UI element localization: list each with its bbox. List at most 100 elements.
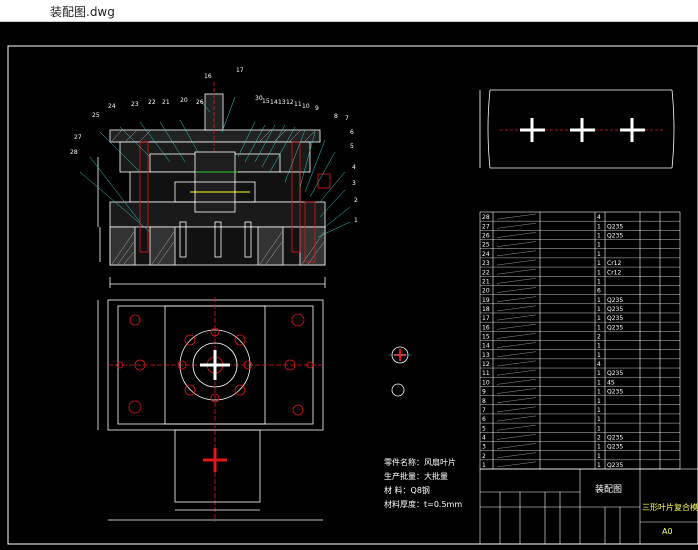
bom-row-number: 14: [482, 343, 490, 350]
bom-row-number: 11: [482, 370, 490, 377]
bom-row-qty: 1: [597, 370, 601, 377]
bom-row-number: 7: [482, 407, 486, 414]
balloon-2: 2: [354, 197, 358, 204]
bom-row-number: 10: [482, 379, 490, 386]
bom-row-qty: 1: [597, 223, 601, 230]
bom-row-hatch: [496, 443, 537, 449]
bom-row-hatch: [496, 388, 537, 394]
bom-row-material: 45: [607, 379, 615, 386]
bom-row-number: 3: [482, 444, 486, 451]
bom-row-material: Q235: [607, 223, 623, 230]
bom-row-hatch: [496, 333, 537, 339]
bom-row-number: 12: [482, 361, 490, 368]
bom-row-material: Cr12: [607, 260, 621, 267]
note-part-name: 零件名称：风扇叶片: [384, 457, 456, 467]
note-material: 材 料：Q8钢: [384, 485, 430, 495]
bom-row-number: 13: [482, 352, 490, 359]
bom-row-hatch: [496, 268, 537, 275]
bom-row-qty: 1: [597, 260, 601, 267]
title-drawing-type: 装配图: [595, 483, 622, 495]
balloon-12: 12: [286, 99, 294, 106]
bom-row-qty: 1: [597, 462, 601, 469]
bom-row-qty: 1: [597, 407, 601, 414]
balloon-9: 9: [315, 105, 319, 112]
bom-row-hatch: [496, 406, 537, 413]
bom-row-number: 26: [482, 233, 490, 240]
balloon-5: 5: [350, 143, 354, 150]
bom-row-qty: 2: [597, 434, 601, 441]
bom-row-material: Q235: [607, 370, 623, 377]
part-balloons: 16 17 30 15 14 13 12 11 10 9 8 7 6 5 4 3…: [70, 67, 358, 224]
bom-row-qty: 1: [597, 416, 601, 423]
bom-row-number: 9: [482, 389, 486, 396]
balloon-23: 23: [131, 101, 139, 108]
bom-row-hatch: [496, 259, 537, 266]
bom-row-qty: 1: [597, 278, 601, 285]
drawing-border: [7, 45, 698, 545]
bom-row-qty: 2: [597, 334, 601, 341]
bom-row-number: 6: [482, 416, 486, 423]
balloon-24: 24: [108, 103, 116, 110]
bom-row-hatch: [496, 351, 537, 358]
cad-drawing-canvas[interactable]: 16 17 30 15 14 13 12 11 10 9 8 7 6 5 4 3…: [0, 22, 698, 546]
bom-row-material: Q235: [607, 233, 623, 240]
bom-row-number: 16: [482, 324, 490, 331]
bom-row-number: 18: [482, 306, 490, 313]
bom-row-hatch: [496, 305, 537, 312]
bom-row-number: 19: [482, 297, 490, 304]
balloon-6: 6: [350, 129, 354, 136]
drawing-svg[interactable]: 16 17 30 15 14 13 12 11 10 9 8 7 6 5 4 3…: [0, 22, 698, 546]
balloon-26: 26: [196, 99, 204, 106]
plan-view: [97, 297, 324, 522]
bom-row-number: 25: [482, 242, 490, 249]
balloon-17: 17: [236, 67, 244, 74]
bom-row-qty: 1: [597, 398, 601, 405]
bom-row-hatch: [496, 452, 537, 459]
bom-row-number: 2: [482, 453, 486, 460]
balloon-15: 15: [262, 98, 270, 105]
bom-row-qty: 1: [597, 315, 601, 322]
bom-row-qty: 1: [597, 425, 601, 432]
bom-row-qty: 1: [597, 269, 601, 276]
bom-row-number: 28: [482, 214, 490, 221]
part-detail: [388, 346, 412, 397]
bom-row-hatch: [496, 287, 537, 293]
bom-row-number: 8: [482, 398, 486, 405]
bom-row-material: Q235: [607, 389, 623, 396]
bom-row-number: 15: [482, 334, 490, 341]
bom-row-qty: 1: [597, 389, 601, 396]
balloon-8: 8: [334, 113, 338, 120]
bom-row-hatch: [496, 232, 537, 238]
bom-row-qty: 1: [597, 343, 601, 350]
balloon-28: 28: [70, 149, 78, 156]
bom-row-number: 4: [482, 434, 486, 441]
balloon-3: 3: [352, 180, 356, 187]
bom-row-number: 22: [482, 269, 490, 276]
bom-row-hatch: [496, 241, 537, 247]
bom-row-material: Q235: [607, 324, 623, 331]
balloon-13: 13: [278, 99, 286, 106]
bom-row-number: 23: [482, 260, 490, 267]
bom-row-qty: 1: [597, 306, 601, 313]
bom-row-hatch: [496, 461, 537, 468]
balloon-21: 21: [162, 99, 170, 106]
bom-row-number: 24: [482, 251, 490, 258]
bom-row-qty: 1: [597, 233, 601, 240]
bom-row-hatch: [496, 434, 537, 440]
bom-row-qty: 1: [597, 453, 601, 460]
title-product-name: 三形叶片复合模: [642, 502, 698, 512]
bom-row-qty: 1: [597, 251, 601, 258]
bom-row-hatch: [496, 369, 537, 376]
window-titlebar: 装配图.dwg: [0, 0, 698, 22]
bom-row-hatch: [496, 397, 537, 403]
balloon-22: 22: [148, 99, 156, 106]
bom-row-hatch: [496, 342, 537, 348]
bom-row-qty: 4: [597, 361, 601, 368]
balloon-25: 25: [92, 112, 100, 119]
bom-row-qty: 6: [597, 288, 601, 295]
balloon-30: 30: [255, 95, 263, 102]
bom-row-hatch: [496, 314, 537, 321]
bom-row-qty: 1: [597, 324, 601, 331]
bom-row-material: Q235: [607, 306, 623, 313]
bom-row-hatch: [496, 379, 537, 385]
